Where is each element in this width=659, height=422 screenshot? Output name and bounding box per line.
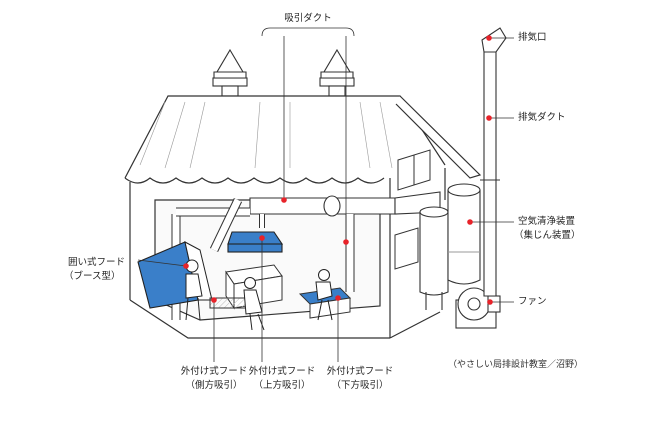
label-bottom-hood: 外付け式フード xyxy=(326,366,394,377)
label-bottom-hood-sub: （下方吸引） xyxy=(331,380,389,391)
side-windows xyxy=(394,149,431,270)
label-intake-duct: 吸引ダクト xyxy=(284,13,332,24)
roof xyxy=(124,95,482,184)
label-enclosed-hood-sub: （ブース型） xyxy=(64,271,121,282)
booth-hood xyxy=(137,241,213,309)
roof-vent-left xyxy=(212,48,248,97)
callout-lines xyxy=(137,27,514,362)
credit-text: （やさしい局排設計教室／沼野） xyxy=(448,360,584,370)
canopy-hood xyxy=(227,231,284,253)
label-exhaust-duct: 排気ダクト xyxy=(518,112,566,123)
label-top-hood: 外付け式フード xyxy=(248,366,316,377)
label-exhaust-port: 排気口 xyxy=(518,32,547,43)
label-side-hood: 外付け式フード xyxy=(180,366,248,377)
label-fan: ファン xyxy=(518,296,547,307)
label-side-hood-sub: （側方吸引） xyxy=(185,380,243,391)
worker-figures xyxy=(185,259,333,331)
air-cleaner xyxy=(419,183,481,310)
exhaust-stack xyxy=(480,27,507,297)
label-enclosed-hood: 囲い式フード xyxy=(68,257,126,268)
roof-shingles xyxy=(139,101,393,169)
label-air-cleaner-sub: （集じん装置） xyxy=(514,230,581,241)
label-top-hood-sub: （上方吸引） xyxy=(253,380,311,391)
label-air-cleaner: 空気清浄装置 xyxy=(518,216,576,227)
roof-vent-right xyxy=(319,48,355,97)
callout-dots xyxy=(183,35,493,305)
